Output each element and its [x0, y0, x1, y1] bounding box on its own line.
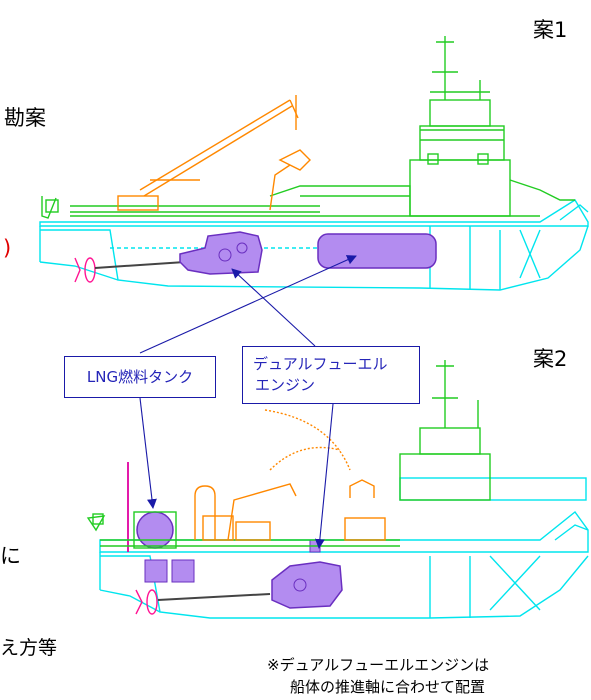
callout-arrows — [139, 255, 357, 549]
callout-engine-line1: デュアルフューエル — [253, 355, 388, 373]
ship1 — [39, 36, 589, 291]
ship2-engine — [271, 539, 343, 609]
cut-text-2: ) — [3, 236, 12, 260]
ship2 — [86, 360, 589, 619]
arrow-engine-to-ship2-engine — [314, 403, 334, 549]
note-line1: ※デュアルフューエルエンジンは — [267, 656, 490, 674]
callout-engine-line2: エンジン — [255, 376, 316, 394]
ship2-tank-box-b — [171, 559, 195, 583]
ship2-tank-box-a — [144, 559, 168, 583]
ship1-superstructure — [41, 36, 575, 219]
callout-dual-fuel-engine: デュアルフューエル エンジン — [242, 346, 420, 404]
cut-text-1: 勘案 — [4, 106, 46, 130]
ship2-propeller — [135, 589, 158, 615]
cut-text-3: に — [0, 544, 21, 568]
callout-lng-tank: LNG燃料タンク — [64, 356, 216, 398]
arrow-lng-to-ship2-tank — [139, 397, 157, 509]
ship1-lng-tank — [317, 233, 437, 269]
ship1-hull — [39, 199, 589, 291]
ship1-shaft — [94, 261, 186, 269]
ship1-crane — [117, 95, 311, 211]
callout-lng-tank-text: LNG燃料タンク — [86, 368, 194, 386]
ship2-crane — [194, 409, 386, 541]
note-line2: 船体の推進軸に合わせて配置 — [290, 678, 486, 696]
plan2-label: 案2 — [533, 347, 568, 371]
ship2-lng-tank — [133, 511, 177, 549]
arrow-engine-to-ship1-engine — [231, 268, 316, 347]
ship1-engine — [179, 231, 263, 275]
arrow-lng-to-ship1-tank — [139, 255, 357, 354]
ship2-shaft — [157, 593, 271, 601]
plan1-label: 案1 — [533, 18, 568, 42]
ship1-propeller — [74, 257, 96, 283]
cut-text-4: え方等 — [0, 637, 58, 659]
